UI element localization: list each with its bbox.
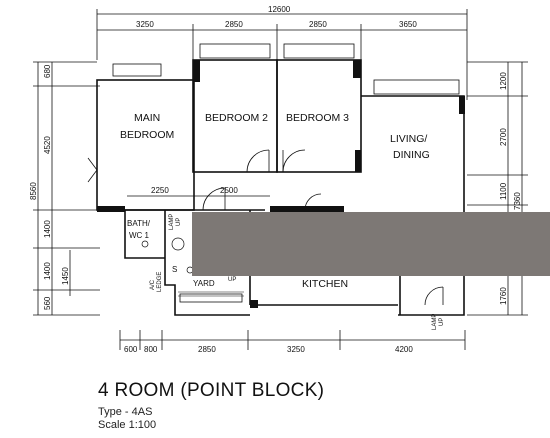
up-label-yard: UP bbox=[228, 277, 236, 283]
bottom-dim-1: 600 bbox=[124, 345, 138, 354]
plan-title: 4 ROOM (POINT BLOCK) bbox=[98, 380, 325, 401]
right-dim-1: 1200 bbox=[499, 72, 508, 90]
doors bbox=[87, 149, 444, 306]
top-dim-4: 3650 bbox=[399, 20, 417, 29]
left-dim-2: 4520 bbox=[43, 136, 52, 154]
bottom-dim-3: 2850 bbox=[198, 345, 216, 354]
bath-label-1: BATH/ bbox=[127, 219, 151, 228]
walls bbox=[96, 59, 465, 316]
bottom-dim-5: 4200 bbox=[395, 345, 413, 354]
left-dim-6: 1450 bbox=[61, 267, 70, 285]
plan-type: Type - 4AS bbox=[98, 406, 153, 418]
left-dim-5: 1400 bbox=[43, 262, 52, 280]
lamp-label-4: UP bbox=[439, 318, 445, 326]
overall-width-label: 12600 bbox=[268, 5, 291, 14]
living-label-1: LIVING/ bbox=[390, 133, 427, 145]
lamp-label-1: LAMP bbox=[169, 214, 175, 230]
bedroom3-label: BEDROOM 3 bbox=[286, 112, 349, 124]
lamp-label-2: UP bbox=[176, 218, 182, 226]
plan-scale: Scale 1:100 bbox=[98, 419, 157, 431]
yard-label: YARD bbox=[193, 279, 215, 288]
right-dim-2: 2700 bbox=[499, 128, 508, 146]
bedroom2-label: BEDROOM 2 bbox=[205, 112, 268, 124]
left-dim-1: 680 bbox=[43, 64, 52, 78]
left-dim-4: 1400 bbox=[43, 220, 52, 238]
bath-label-2: WC 1 bbox=[129, 231, 150, 240]
inner-dim-2: 2500 bbox=[220, 186, 238, 195]
redacted-area bbox=[192, 212, 550, 276]
living-label-2: DINING bbox=[393, 149, 430, 161]
top-dim-2: 2850 bbox=[225, 20, 243, 29]
s-label: S bbox=[172, 265, 177, 274]
ac-label-1: A/C bbox=[150, 279, 156, 290]
bottom-dim-4: 3250 bbox=[287, 345, 305, 354]
ac-label-2: LEDGE bbox=[157, 272, 163, 292]
yard-rail bbox=[178, 291, 244, 297]
top-dim-1: 3250 bbox=[136, 20, 154, 29]
left-dim-7: 560 bbox=[43, 296, 52, 310]
windows bbox=[112, 43, 460, 303]
lamp-label-3: LAMP bbox=[432, 314, 438, 330]
bottom-dim-2: 800 bbox=[144, 345, 158, 354]
kitchen-label: KITCHEN bbox=[302, 278, 348, 290]
small-labels: BATH/ WC 1 S A/C LEDGE LAMP UP UP LAMP U… bbox=[127, 214, 445, 330]
top-dim-3: 2850 bbox=[309, 20, 327, 29]
dimension-labels: 12600 3250 2850 2850 3650 600 800 2850 3… bbox=[29, 5, 522, 354]
room-labels: MAIN BEDROOM BEDROOM 2 BEDROOM 3 LIVING/… bbox=[120, 112, 430, 290]
inner-dim-1: 2250 bbox=[151, 186, 169, 195]
right-dim-4: 7360 bbox=[513, 192, 522, 210]
right-dim-5: 1760 bbox=[499, 287, 508, 305]
right-dim-3: 1100 bbox=[499, 182, 508, 200]
left-dim-3: 8560 bbox=[29, 182, 38, 200]
main-bedroom-label-2: BEDROOM bbox=[120, 129, 174, 141]
main-bedroom-label-1: MAIN bbox=[134, 112, 160, 124]
